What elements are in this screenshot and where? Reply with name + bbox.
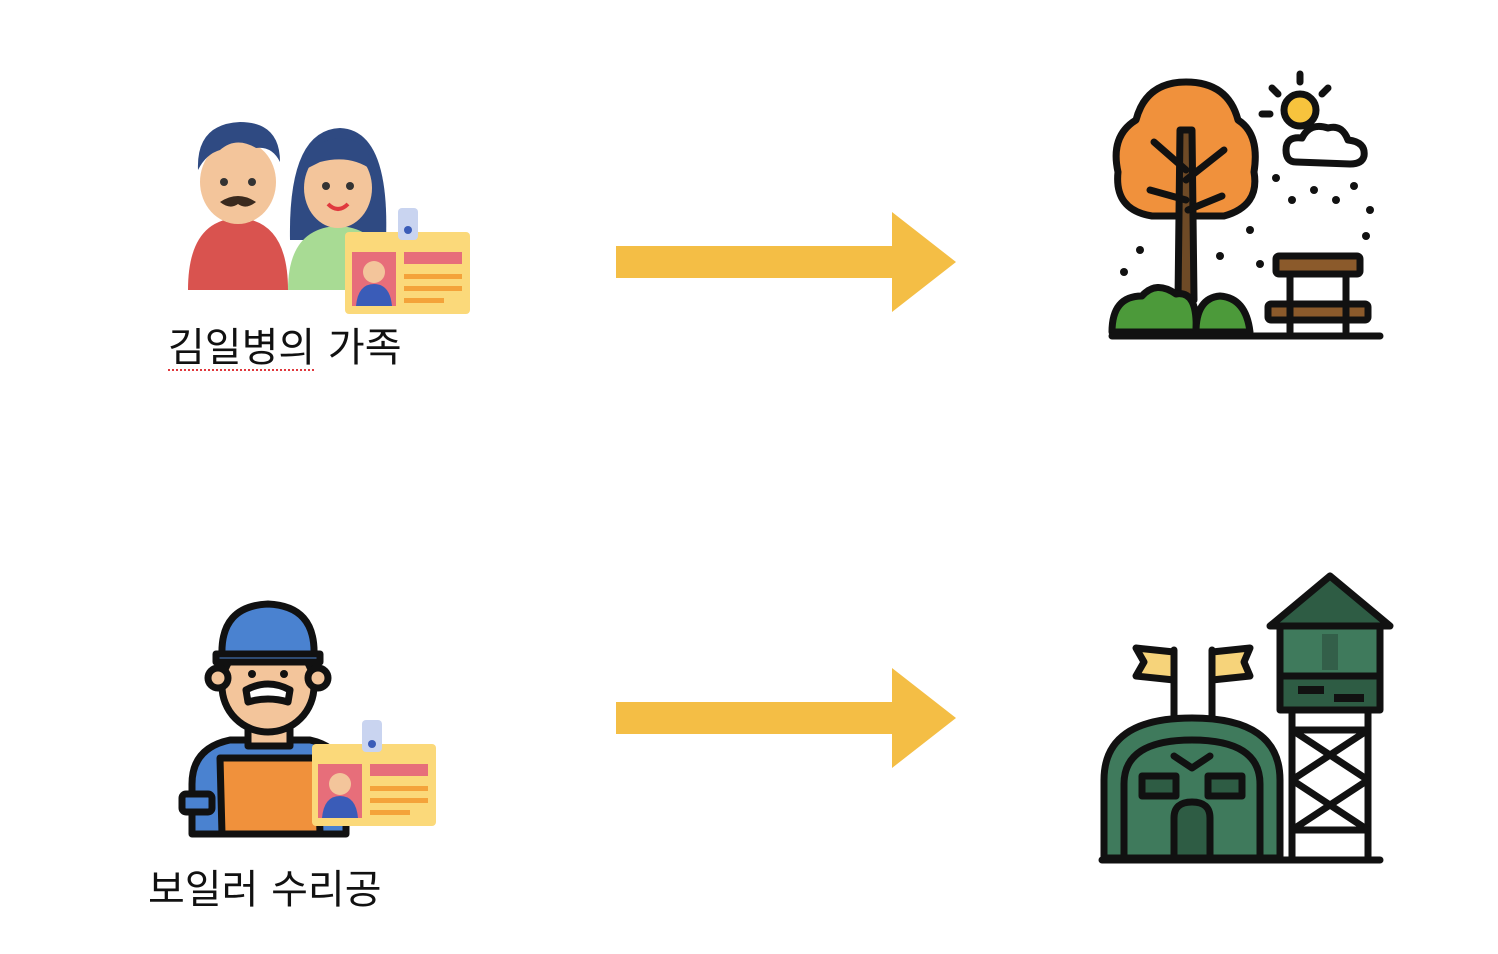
arrow-shape-2 bbox=[616, 668, 956, 768]
repairman-id-card-icon bbox=[178, 600, 436, 838]
arrow-shape bbox=[616, 212, 956, 312]
military-base-icon bbox=[1098, 572, 1394, 864]
person-label-name: 김일병의 bbox=[168, 325, 316, 371]
person-label-repairman: 보일러 수리공 bbox=[148, 867, 382, 913]
family-id-card-icon bbox=[188, 122, 470, 314]
arrow-right-icon bbox=[616, 212, 956, 312]
arrow-right-icon-2 bbox=[616, 668, 956, 768]
person-label-family: 김일병의 가족 bbox=[168, 328, 402, 368]
park-tree-bench-icon bbox=[1108, 70, 1384, 340]
person-label-suffix: 가족 bbox=[315, 325, 402, 371]
